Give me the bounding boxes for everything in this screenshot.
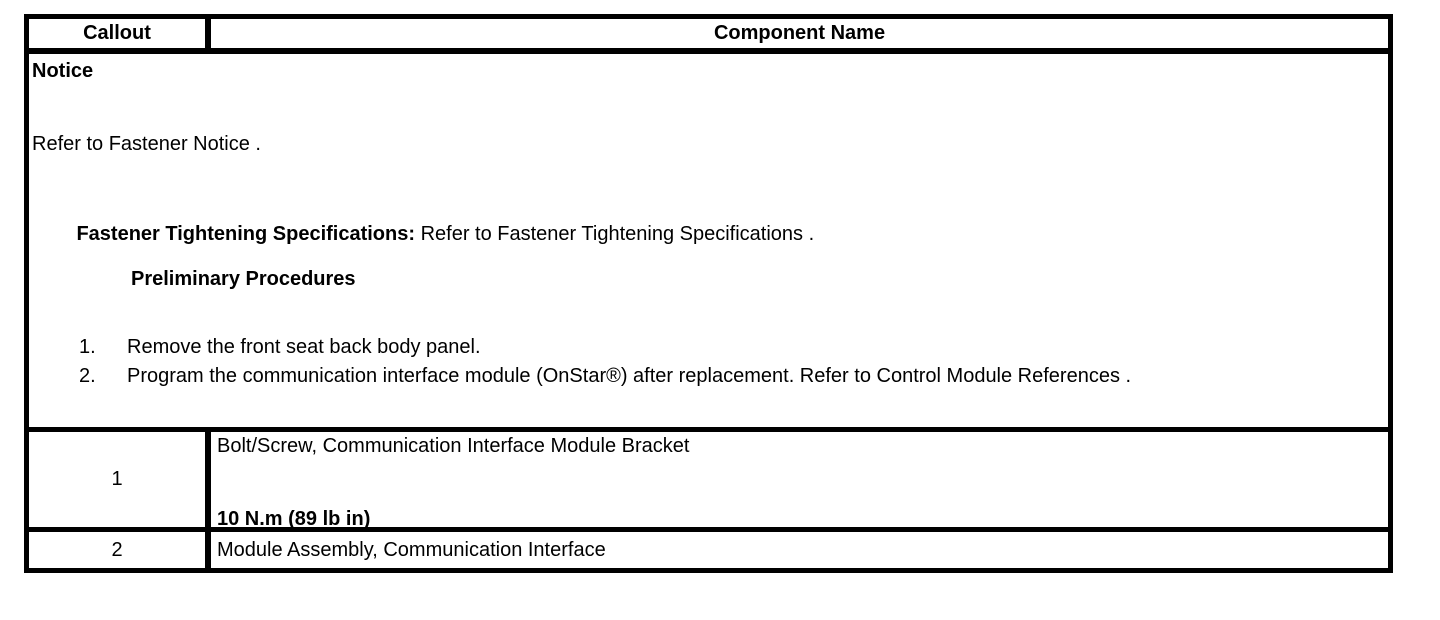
table-row: 2 Module Assembly, Communication Interfa… (29, 532, 1388, 568)
notice-title: Notice (32, 60, 94, 82)
component-name-column-header: Component Name (211, 19, 1388, 48)
table-header-row: Callout Component Name (29, 19, 1388, 54)
fastener-tightening-line: Fastener Tightening Specifications: Refe… (32, 200, 814, 269)
step-text: Remove the front seat back body panel. (127, 336, 481, 358)
component-name-text: Bolt/Screw, Communication Interface Modu… (217, 435, 690, 457)
fastener-notice-reference: Refer to Fastener Notice . (32, 133, 261, 155)
callout-number-cell: 2 (29, 532, 211, 568)
component-name-cell: Module Assembly, Communication Interface (211, 532, 1388, 568)
list-item: 1. Remove the front seat back body panel… (29, 336, 1388, 365)
component-name-cell: Bolt/Screw, Communication Interface Modu… (211, 432, 1388, 530)
fastener-tightening-label: Fastener Tightening Specifications: (76, 223, 416, 245)
torque-spec-text: 10 N.m (89 lb in) (217, 508, 371, 530)
preliminary-procedures-title: Preliminary Procedures (131, 268, 356, 290)
notice-cell: Notice Refer to Fastener Notice . Fasten… (29, 54, 1388, 432)
callout-number: 2 (111, 538, 123, 561)
table-row: 1 Bolt/Screw, Communication Interface Mo… (29, 432, 1388, 532)
callout-column-header: Callout (29, 19, 211, 48)
component-name-header-label: Component Name (713, 22, 886, 44)
step-number: 1. (79, 336, 96, 358)
component-name-text: Module Assembly, Communication Interface (217, 538, 606, 561)
step-text: Program the communication interface modu… (127, 365, 1132, 387)
list-item: 2. Program the communication interface m… (29, 365, 1388, 394)
callout-header-label: Callout (83, 22, 151, 44)
callout-number: 1 (111, 468, 123, 490)
step-number: 2. (79, 365, 96, 387)
fastener-tightening-reference: Refer to Fastener Tightening Specificati… (415, 223, 815, 245)
component-callout-table: Callout Component Name Notice Refer to F… (24, 14, 1393, 573)
preliminary-steps-list: 1. Remove the front seat back body panel… (29, 336, 1388, 394)
callout-number-cell: 1 (29, 432, 211, 527)
